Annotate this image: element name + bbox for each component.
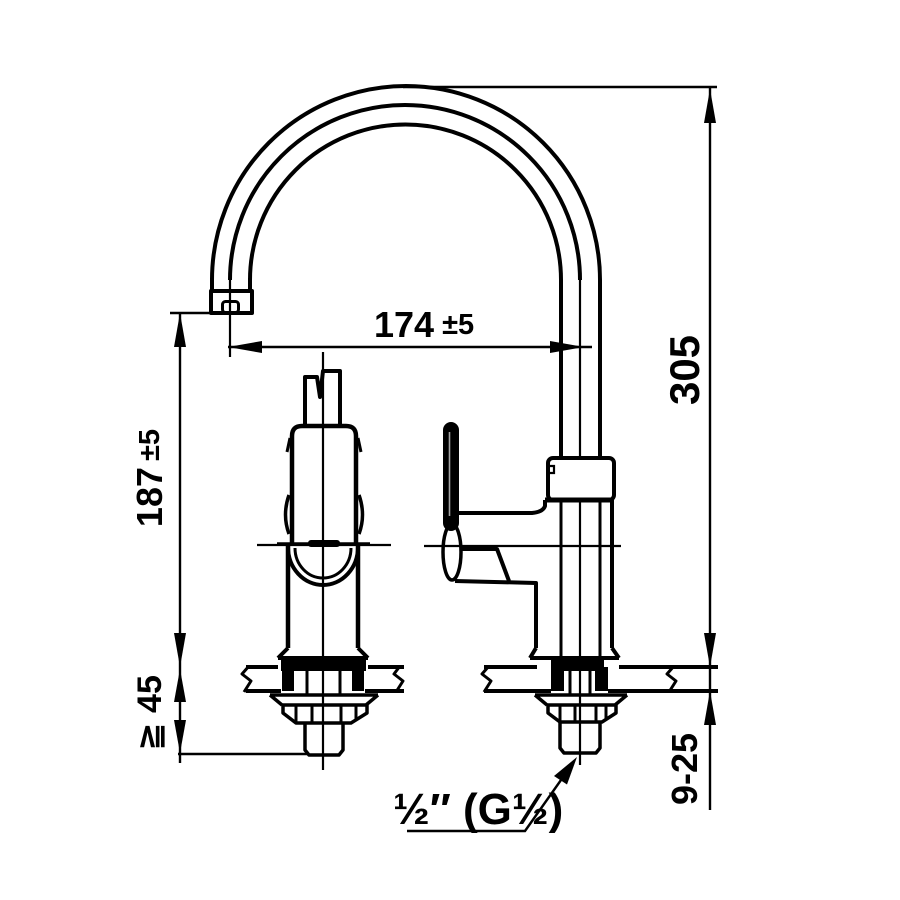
dim-height-label: 305: [661, 335, 708, 405]
handle-pivot: [441, 522, 463, 582]
valve-body: [289, 423, 359, 546]
thread-callout: ½″ (G½): [393, 757, 577, 834]
lock-nut: [281, 705, 369, 725]
lever-handle: [443, 422, 459, 531]
handle-stub: [303, 369, 342, 427]
faucet-side-view: [441, 422, 621, 671]
base-gasket: [281, 659, 366, 671]
arrowhead-left-icon: [228, 341, 262, 353]
dimension-deck-thickness: 9-25: [664, 691, 716, 805]
dim-outlet-height-label: 187±5: [129, 429, 170, 527]
dim-deck-thickness-label: 9-25: [664, 733, 705, 805]
base-flare: [276, 646, 370, 660]
faucet-front-view: [276, 369, 370, 671]
lock-nut-side: [546, 705, 618, 724]
friction-washer: [268, 693, 380, 707]
arrowhead-down-icon: [704, 633, 716, 667]
base-gasket-side: [551, 659, 604, 671]
deck-section: [240, 665, 718, 695]
leader-arrowhead-icon: [554, 757, 577, 785]
dimension-min-clearance: ≧ 45: [131, 669, 307, 756]
break-marks: [240, 665, 405, 693]
dimension-spout-reach: 174±5: [228, 304, 592, 353]
thread-size-label: ½″ (G½): [393, 785, 563, 834]
dim-clearance-label: ≧ 45: [131, 675, 169, 751]
dim-spout-reach-label: 174±5: [374, 304, 474, 345]
threaded-shank-side: [558, 722, 602, 755]
friction-washer-side: [533, 693, 629, 707]
dimension-overall-height: 305: [403, 85, 717, 810]
screw-slot: [308, 540, 340, 547]
gooseneck-spout: [209, 84, 602, 458]
handle-arm-top: [459, 500, 547, 515]
threaded-shank: [303, 723, 345, 757]
base-flare-side: [528, 646, 621, 660]
mounting-hardware-left: [268, 693, 380, 757]
joint-dome: [286, 546, 360, 587]
spout-column: [559, 280, 602, 458]
mount-flange: [546, 456, 616, 502]
arrowhead-right-icon: [550, 341, 584, 353]
arrowhead-up-icon: [704, 89, 716, 123]
mounting-hardware-right: [533, 693, 629, 755]
